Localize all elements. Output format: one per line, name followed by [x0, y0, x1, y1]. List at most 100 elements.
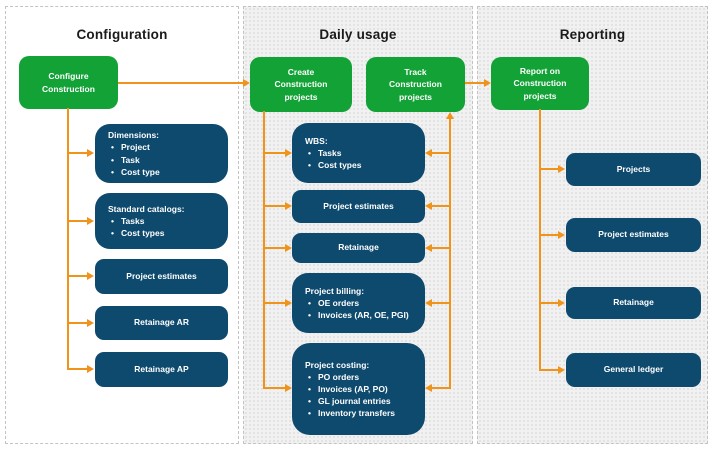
bullet-icon: •	[111, 166, 114, 177]
list-item: • Task	[108, 154, 222, 166]
arrowhead-right-icon	[243, 79, 250, 87]
arrowhead-right-icon	[87, 365, 94, 373]
arrowhead-right-icon	[285, 244, 292, 252]
bullet-icon: •	[111, 154, 114, 165]
node-label: Projects	[616, 163, 651, 174]
arrowhead-left-icon	[425, 244, 432, 252]
list-title: Project billing:	[305, 285, 365, 296]
connector-track-to-report	[465, 82, 485, 84]
arrowhead-left-icon	[425, 202, 432, 210]
list-item: •Project	[108, 141, 222, 153]
connector-config-branch	[67, 322, 88, 324]
connector-daily-left-branch	[263, 152, 286, 154]
list-item: •Inventory transfers	[305, 407, 419, 419]
list-item-label: Cost type	[121, 166, 160, 177]
panel-title-reporting: Reporting	[559, 27, 626, 43]
list-title: Standard catalogs:	[108, 203, 185, 214]
node-create-construction-projects: Create Construction projects	[250, 57, 352, 112]
connector-daily-left-trunk	[263, 111, 265, 389]
arrowhead-right-icon	[87, 319, 94, 327]
node-label: Retainage AP	[134, 363, 189, 374]
arrowhead-right-icon	[285, 299, 292, 307]
arrowhead-right-icon	[558, 231, 565, 239]
node-report-on-construction-projects: Report on Construction projects	[491, 57, 589, 110]
arrowhead-right-icon	[285, 149, 292, 157]
arrowhead-right-icon	[558, 165, 565, 173]
panel-title-daily-usage: Daily usage	[319, 27, 397, 43]
list-item-label: Project	[121, 142, 150, 153]
node-project-estimates-config: Project estimates	[95, 259, 228, 294]
connector-daily-left-branch	[263, 205, 286, 207]
node-general-ledger: General ledger	[566, 353, 701, 387]
list-item-label: Invoices (AR, OE, PGI)	[318, 310, 409, 321]
arrowhead-right-icon	[484, 79, 491, 87]
arrowhead-right-icon	[87, 217, 94, 225]
list-item: •OE orders	[305, 297, 419, 309]
node-configure-construction: Configure Construction	[19, 56, 118, 109]
node-standard-catalogs: Standard catalogs: • Tasks • Cost types	[95, 193, 228, 249]
connector-report-branch	[539, 302, 559, 304]
connector-configure-to-create	[118, 82, 244, 84]
node-wbs: WBS: • Tasks •Cost types	[292, 123, 425, 183]
connector-daily-left-branch	[263, 247, 286, 249]
node-retainage-ar: Retainage AR	[95, 306, 228, 340]
node-project-billing: Project billing: •OE orders • Invoices (A…	[292, 273, 425, 333]
list-item-label: Tasks	[318, 147, 342, 158]
connector-report-trunk	[539, 109, 541, 370]
arrowhead-right-icon	[87, 272, 94, 280]
connector-config-branch	[67, 368, 88, 370]
list-title: Project costing:	[305, 359, 370, 370]
arrowhead-right-icon	[558, 366, 565, 374]
connector-daily-right-branch	[432, 205, 451, 207]
list-item: • Invoices (AR, OE, PGI)	[305, 309, 419, 321]
bullet-icon: •	[111, 215, 114, 226]
connector-report-branch	[539, 234, 559, 236]
node-dimensions: Dimensions: •Project • Task • Cost type	[95, 124, 228, 183]
connector-daily-right-trunk	[449, 119, 451, 389]
arrowhead-left-icon	[425, 384, 432, 392]
arrowhead-left-icon	[425, 149, 432, 157]
bullet-icon: •	[308, 310, 311, 321]
node-label: Project estimates	[598, 229, 669, 240]
arrowhead-right-icon	[558, 299, 565, 307]
connector-report-branch	[539, 369, 559, 371]
arrowhead-up-icon	[446, 112, 454, 119]
list-item: •Cost types	[305, 159, 419, 171]
list-title: WBS:	[305, 135, 328, 146]
arrowhead-left-icon	[425, 299, 432, 307]
bullet-icon: •	[308, 160, 311, 171]
list-item-label: OE orders	[318, 297, 360, 308]
bullet-icon: •	[308, 371, 311, 382]
arrowhead-right-icon	[285, 384, 292, 392]
bullet-icon: •	[308, 383, 311, 394]
bullet-icon: •	[308, 396, 311, 407]
node-track-construction-projects: Track Construction projects	[366, 57, 465, 112]
node-projects-report: Projects	[566, 153, 701, 186]
node-label: Report on Construction projects	[513, 66, 567, 101]
connector-daily-right-branch	[432, 302, 451, 304]
node-label: Create Construction projects	[274, 67, 328, 102]
panel-title-configuration: Configuration	[76, 27, 168, 43]
list-item-label: GL journal entries	[318, 396, 391, 407]
list-item-label: Cost types	[121, 228, 165, 239]
list-item: • Cost type	[108, 166, 222, 178]
connector-daily-left-branch	[263, 302, 286, 304]
node-label: Project estimates	[323, 200, 394, 211]
list-title: Dimensions:	[108, 130, 160, 141]
bullet-icon: •	[111, 228, 114, 239]
list-item: • Tasks	[305, 147, 419, 159]
node-retainage-ap: Retainage AP	[95, 352, 228, 387]
node-label: Retainage AR	[134, 317, 189, 328]
bullet-icon: •	[308, 147, 311, 158]
list-item-label: Task	[121, 154, 140, 165]
node-label: Retainage	[613, 297, 654, 308]
list-item: • GL journal entries	[305, 395, 419, 407]
list-item-label: Tasks	[121, 215, 145, 226]
list-item: • Cost types	[108, 227, 222, 239]
connector-daily-right-branch	[432, 152, 451, 154]
connector-config-branch	[67, 152, 88, 154]
arrowhead-right-icon	[285, 202, 292, 210]
connector-config-branch	[67, 220, 88, 222]
bullet-icon: •	[308, 408, 311, 419]
node-label: Project estimates	[126, 270, 197, 281]
